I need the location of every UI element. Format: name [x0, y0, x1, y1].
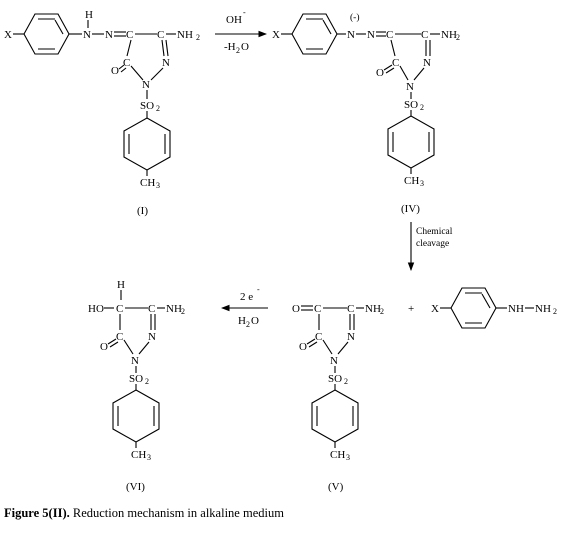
arrow-step1: OH - -H 2 O — [215, 8, 268, 55]
c-atom: C — [116, 331, 123, 343]
n-atom: N — [148, 331, 156, 343]
n-atom: N — [367, 29, 375, 41]
c-atom: C — [386, 29, 393, 41]
subscript: 3 — [156, 181, 160, 190]
c-atom: C — [421, 29, 428, 41]
reagent-o: O — [241, 41, 249, 53]
nh-group: NH — [508, 303, 524, 315]
nh2-group: NH — [535, 303, 551, 315]
benzene-ring — [450, 287, 497, 329]
compound-I: X H N N C C NH 2 C N O N SO 2 — [4, 9, 200, 217]
n-atom: N — [330, 355, 338, 367]
reagent-h2o: H — [238, 315, 246, 327]
nh2-group: NH — [166, 303, 182, 315]
n-atom: N — [83, 29, 91, 41]
h-atom: H — [117, 279, 125, 291]
figure-caption: Figure 5(II). Reduction mechanism in alk… — [4, 506, 284, 521]
c-atom: C — [315, 331, 322, 343]
n-atom: N — [131, 355, 139, 367]
h-atom: H — [85, 9, 93, 21]
arrow-step2: Chemical cleavage — [407, 222, 453, 272]
nh2-group: NH — [441, 29, 457, 41]
c-atom: C — [126, 29, 133, 41]
subscript: 2 — [553, 307, 557, 316]
x-substituent: X — [272, 29, 280, 41]
subscript: 2 — [344, 377, 348, 386]
reagent-chemical: Chemical — [416, 227, 453, 237]
so2-group: SO — [140, 100, 154, 112]
subscript: 3 — [420, 179, 424, 188]
o-atom: O — [299, 341, 307, 353]
subscript: 2 — [456, 33, 460, 42]
ch3-group: CH — [404, 175, 419, 187]
so2-group: SO — [404, 99, 418, 111]
caption-bold: Figure 5(II). — [4, 506, 70, 520]
ho-group: HO — [88, 303, 104, 315]
tolyl-ring — [311, 389, 359, 443]
o-atom: O — [292, 303, 300, 315]
arrow-step3: 2 e - H 2 O — [220, 285, 268, 329]
subscript: 3 — [346, 453, 350, 462]
x-phenylhydrazine: X NH NH 2 — [431, 287, 557, 329]
compound-label-IV: (IV) — [401, 203, 420, 215]
reagent-cleavage: cleavage — [416, 239, 449, 249]
n-atom: N — [406, 81, 414, 93]
negative-charge: (-) — [350, 12, 360, 23]
reagent-o: O — [251, 315, 259, 327]
n-atom: N — [423, 57, 431, 69]
benzene-ring — [23, 13, 70, 55]
nh2-group: NH — [177, 29, 193, 41]
superscript: - — [257, 285, 260, 294]
n-atom: N — [142, 79, 150, 91]
reagent-oh: OH — [226, 14, 242, 26]
c-atom: C — [392, 57, 399, 69]
subscript: 3 — [147, 453, 151, 462]
so2-group: SO — [129, 373, 143, 385]
subscript: 2 — [196, 33, 200, 42]
subscript: 2 — [156, 104, 160, 113]
ch3-group: CH — [330, 449, 345, 461]
reagent-h2o: -H — [224, 41, 236, 53]
subscript: 2 — [246, 320, 250, 329]
tolyl-ring — [387, 115, 435, 169]
compound-VI: H HO C C NH 2 C N O N SO 2 CH 3 (VI) — [88, 279, 185, 493]
tolyl-ring — [123, 117, 171, 171]
subscript: 2 — [181, 307, 185, 316]
n-atom: N — [162, 57, 170, 69]
n-atom: N — [347, 29, 355, 41]
tolyl-ring — [112, 389, 160, 443]
superscript: - — [243, 8, 246, 17]
c-atom: C — [148, 303, 155, 315]
ch3-group: CH — [140, 177, 155, 189]
subscript: 2 — [236, 46, 240, 55]
c-atom: C — [314, 303, 321, 315]
c-atom: C — [157, 29, 164, 41]
compound-IV: X (-) N N C C NH 2 C N O N SO 2 — [272, 12, 460, 215]
x-substituent: X — [4, 29, 12, 41]
benzene-ring — [291, 13, 338, 55]
o-atom: O — [111, 65, 119, 77]
c-atom: C — [116, 303, 123, 315]
compound-label-VI: (VI) — [126, 481, 145, 493]
c-atom: C — [123, 57, 130, 69]
subscript: 2 — [145, 377, 149, 386]
subscript: 2 — [380, 307, 384, 316]
compound-label-I: (I) — [137, 205, 148, 217]
x-substituent: X — [431, 303, 439, 315]
n-atom: N — [347, 331, 355, 343]
o-atom: O — [376, 67, 384, 79]
subscript: 2 — [420, 103, 424, 112]
c-atom: C — [347, 303, 354, 315]
o-atom: O — [100, 341, 108, 353]
ch3-group: CH — [131, 449, 146, 461]
caption-text: Reduction mechanism in alkaline medium — [69, 506, 284, 520]
plus-sign: + — [408, 303, 414, 315]
so2-group: SO — [328, 373, 342, 385]
compound-label-V: (V) — [328, 481, 344, 493]
compound-V: O C C NH 2 C N O N SO 2 CH 3 (V) — [292, 303, 384, 493]
nh2-group: NH — [365, 303, 381, 315]
n-atom: N — [105, 29, 113, 41]
reagent-electrons: 2 e — [240, 291, 253, 303]
